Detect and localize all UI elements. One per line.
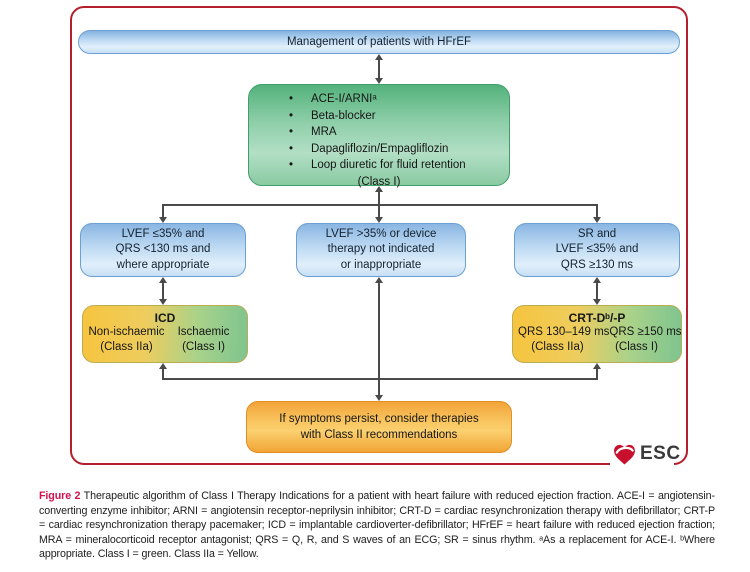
- treatment-item: Dapagliflozin/Empagliflozin: [249, 141, 509, 158]
- icd-box: ICD Non-ischaemic Ischaemic (Class IIa) …: [82, 305, 248, 363]
- crt-left-class: (Class IIa): [531, 341, 584, 353]
- icd-left-label: Non-ischaemic: [88, 326, 165, 338]
- arrowhead-down: [593, 217, 601, 223]
- arrowhead-up: [159, 363, 167, 369]
- crt-title: CRT-Dᵇ/-P: [568, 311, 626, 325]
- top-box: Management of patients with HFrEF: [78, 30, 680, 54]
- flow-line: [378, 283, 380, 395]
- flow-line: [596, 283, 598, 299]
- persist-box: If symptoms persist, consider therapies …: [246, 401, 512, 453]
- crt-left-label: QRS 130–149 ms: [518, 326, 610, 338]
- arrowhead-down: [159, 217, 167, 223]
- collector-line: [162, 378, 598, 380]
- arrowhead-up: [593, 277, 601, 283]
- esc-heart-icon: [612, 443, 637, 471]
- treatment-item: Loop diuretic for fluid retention: [249, 157, 509, 174]
- crt-box: CRT-Dᵇ/-P QRS 130–149 ms QRS ≥150 ms (Cl…: [512, 305, 682, 363]
- criteria-box-crt: SR and LVEF ≤35% and QRS ≥130 ms: [514, 223, 680, 277]
- crt-right-class: (Class I): [615, 341, 658, 353]
- figure-caption: Figure 2 Therapeutic algorithm of Class …: [39, 489, 715, 562]
- treatment-box: ACE-I/ARNIᵃ Beta-blocker MRA Dapaglifloz…: [248, 84, 510, 188]
- criteria-line: LVEF ≤35% and: [121, 227, 205, 240]
- arrowhead-down: [375, 217, 383, 223]
- treatment-class-note: (Class I): [357, 175, 401, 188]
- criteria-box-icd: LVEF ≤35% and QRS <130 ms and where appr…: [80, 223, 246, 277]
- arrowhead-up: [159, 277, 167, 283]
- treatment-item: ACE-I/ARNIᵃ: [249, 91, 509, 108]
- criteria-line: QRS ≥130 ms: [560, 258, 634, 271]
- figure-caption-label: Figure 2: [39, 490, 81, 502]
- criteria-line: SR and: [577, 227, 617, 240]
- top-box-label: Management of patients with HFrEF: [286, 36, 472, 48]
- figure-caption-text: Therapeutic algorithm of Class I Therapy…: [39, 490, 715, 561]
- treatment-item: MRA: [249, 124, 509, 141]
- flow-line: [162, 283, 164, 299]
- icd-right-class: (Class I): [182, 341, 225, 353]
- crt-right-label: QRS ≥150 ms: [609, 326, 682, 338]
- criteria-box-no-device: LVEF >35% or device therapy not indicate…: [296, 223, 466, 277]
- persist-line: with Class II recommendations: [300, 429, 458, 441]
- treatment-item: Beta-blocker: [249, 108, 509, 125]
- branch-line: [162, 204, 598, 206]
- icd-right-label: Ischaemic: [177, 326, 230, 338]
- arrowhead-down: [375, 78, 383, 84]
- logo-background-patch: [610, 458, 674, 468]
- flow-line: [378, 60, 380, 79]
- criteria-line: LVEF ≤35% and: [555, 243, 639, 256]
- arrowhead-up: [375, 277, 383, 283]
- algorithm-frame: Management of patients with HFrEF ACE-I/…: [70, 6, 688, 465]
- criteria-line: therapy not indicated: [327, 243, 435, 256]
- criteria-line: QRS <130 ms and: [115, 243, 211, 256]
- icd-title: ICD: [154, 311, 176, 325]
- criteria-line: or inappropriate: [340, 258, 422, 271]
- flow-line: [596, 369, 598, 379]
- flow-line: [162, 369, 164, 379]
- arrowhead-up: [375, 54, 383, 60]
- esc-logo-text: ESC: [640, 443, 681, 464]
- persist-line: If symptoms persist, consider therapies: [279, 413, 479, 425]
- arrowhead-down: [593, 299, 601, 305]
- arrowhead-up: [375, 186, 383, 192]
- flow-line: [596, 205, 598, 217]
- criteria-line: LVEF >35% or device: [325, 227, 437, 240]
- icd-left-class: (Class IIa): [100, 341, 153, 353]
- flow-line: [162, 205, 164, 217]
- arrowhead-down: [375, 395, 383, 401]
- criteria-line: where appropriate: [116, 258, 210, 271]
- arrowhead-up: [593, 363, 601, 369]
- arrowhead-down: [159, 299, 167, 305]
